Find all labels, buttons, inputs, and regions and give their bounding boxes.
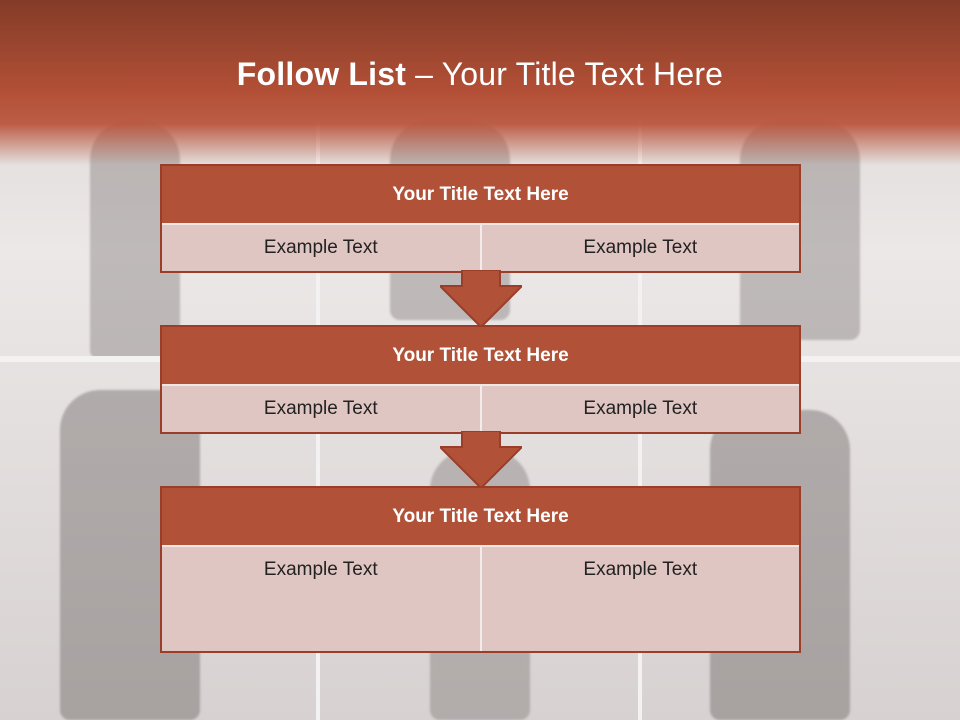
step-row: Example Text Example Text (162, 547, 799, 651)
step-box-1: Your Title Text Here Example Text Exampl… (160, 164, 801, 273)
step-title: Your Title Text Here (162, 327, 799, 386)
step-title: Your Title Text Here (162, 488, 799, 547)
header-band: Follow List – Your Title Text Here (0, 0, 960, 165)
step-box-2: Your Title Text Here Example Text Exampl… (160, 325, 801, 434)
down-arrow-icon (440, 270, 522, 328)
step-row: Example Text Example Text (162, 386, 799, 432)
step-row: Example Text Example Text (162, 225, 799, 271)
step-text-right: Example Text (479, 225, 799, 271)
step-text-left: Example Text (162, 386, 480, 432)
step-text-right: Example Text (479, 547, 799, 651)
slide-title-rest: – Your Title Text Here (406, 56, 724, 92)
step-text-left: Example Text (162, 547, 480, 651)
step-title: Your Title Text Here (162, 166, 799, 225)
down-arrow-icon (440, 431, 522, 489)
step-text-right: Example Text (479, 386, 799, 432)
slide-title-bold: Follow List (236, 56, 407, 92)
slide-title: Follow List – Your Title Text Here (0, 56, 960, 93)
step-text-left: Example Text (162, 225, 480, 271)
step-box-3: Your Title Text Here Example Text Exampl… (160, 486, 801, 653)
